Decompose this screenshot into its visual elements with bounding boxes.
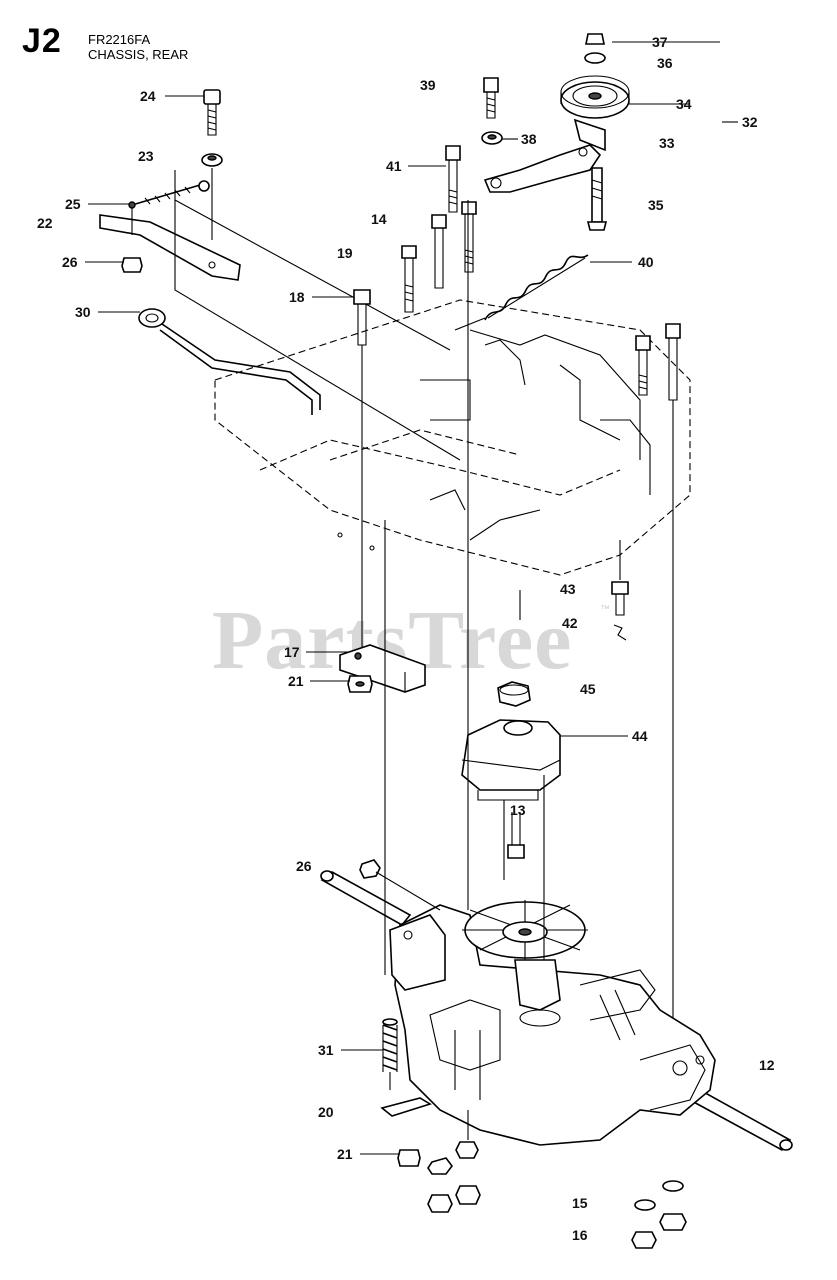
callout-26-top: 26	[62, 254, 78, 270]
callout-numbers: 37 36 39 24 34 32 38 33 23 41 25 35 22 1…	[37, 34, 775, 1243]
bolt-14	[431, 201, 477, 289]
callout-12: 12	[759, 1057, 775, 1073]
callout-33: 33	[659, 135, 675, 151]
callout-25: 25	[65, 196, 81, 212]
callout-36: 36	[657, 55, 673, 71]
callout-20: 20	[318, 1104, 334, 1120]
callout-19: 19	[337, 245, 353, 261]
bolt-41	[445, 145, 461, 213]
callout-45: 45	[580, 681, 596, 697]
callout-40: 40	[638, 254, 654, 270]
callout-39: 39	[420, 77, 436, 93]
callout-15: 15	[572, 1195, 588, 1211]
callout-44: 44	[632, 728, 648, 744]
callout-34: 34	[676, 96, 692, 112]
bottom-nuts	[397, 1110, 687, 1249]
bolt-43	[611, 540, 629, 641]
callout-23: 23	[138, 148, 154, 164]
callout-16: 16	[572, 1227, 588, 1243]
callout-21-bottom: 21	[337, 1146, 353, 1162]
diagram-code: J2	[22, 22, 62, 60]
spring-40	[454, 254, 589, 331]
spring-31	[380, 1018, 432, 1117]
callout-41: 41	[386, 158, 402, 174]
leader-lines	[85, 41, 738, 1155]
callout-22: 22	[37, 215, 53, 231]
callout-24: 24	[140, 88, 156, 104]
spring-rod	[128, 180, 210, 235]
callout-42: 42	[562, 615, 578, 631]
chassis-frame	[214, 299, 691, 620]
bolt-18	[353, 289, 371, 650]
callout-17: 17	[284, 644, 300, 660]
bolt-13	[507, 812, 525, 859]
callout-37: 37	[652, 34, 668, 50]
callout-14: 14	[371, 211, 387, 227]
callout-31: 31	[318, 1042, 334, 1058]
callout-30: 30	[75, 304, 91, 320]
bolt-19	[401, 245, 417, 313]
callout-35: 35	[648, 197, 664, 213]
reservoir-tank	[461, 681, 561, 880]
transaxle-assembly	[320, 200, 793, 1152]
callout-21-mid: 21	[288, 673, 304, 689]
callout-32: 32	[742, 114, 758, 130]
callout-18: 18	[289, 289, 305, 305]
nut-26-bottom	[359, 859, 441, 911]
lever-arm	[99, 170, 461, 461]
bolt-24	[201, 89, 223, 240]
callout-38: 38	[521, 131, 537, 147]
model-number: FR2216FA	[88, 32, 151, 47]
watermark-trademark: ™	[600, 604, 610, 615]
right-bolts	[635, 323, 681, 1040]
draw-rod	[138, 308, 321, 415]
callout-13: 13	[510, 802, 526, 818]
bolt-39	[481, 77, 503, 145]
diagram-title: CHASSIS, REAR	[88, 47, 189, 62]
callout-43: 43	[560, 581, 576, 597]
bracket-17	[339, 644, 426, 693]
pulley-assembly	[483, 33, 630, 231]
callout-26-bottom: 26	[296, 858, 312, 874]
nut-26-top	[121, 257, 143, 273]
